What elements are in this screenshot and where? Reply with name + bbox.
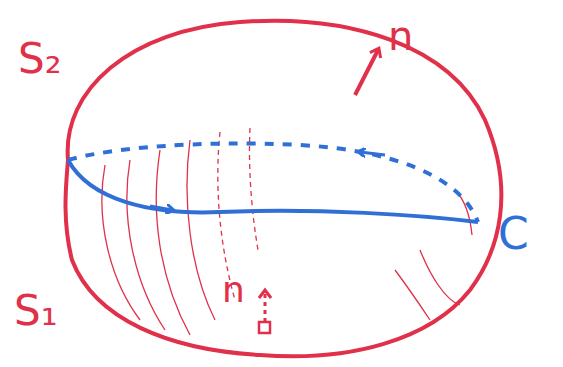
boundary-curve-front [68, 160, 478, 222]
curve-arrow-back [360, 152, 385, 155]
normal-arrow-top [355, 50, 378, 95]
boundary-curve-back [68, 143, 478, 222]
curve-arrow-front [150, 206, 172, 210]
surface-hatching [102, 128, 472, 335]
curve-label: C [498, 212, 529, 256]
normal-label: n [222, 272, 245, 308]
surface-outline [66, 21, 502, 356]
normal-arrow-bottom [264, 292, 267, 322]
surface-label: S₂ [18, 38, 62, 80]
surface-label: S₁ [14, 290, 58, 332]
normal-base-square [259, 322, 270, 333]
normal-label: n [388, 16, 413, 56]
